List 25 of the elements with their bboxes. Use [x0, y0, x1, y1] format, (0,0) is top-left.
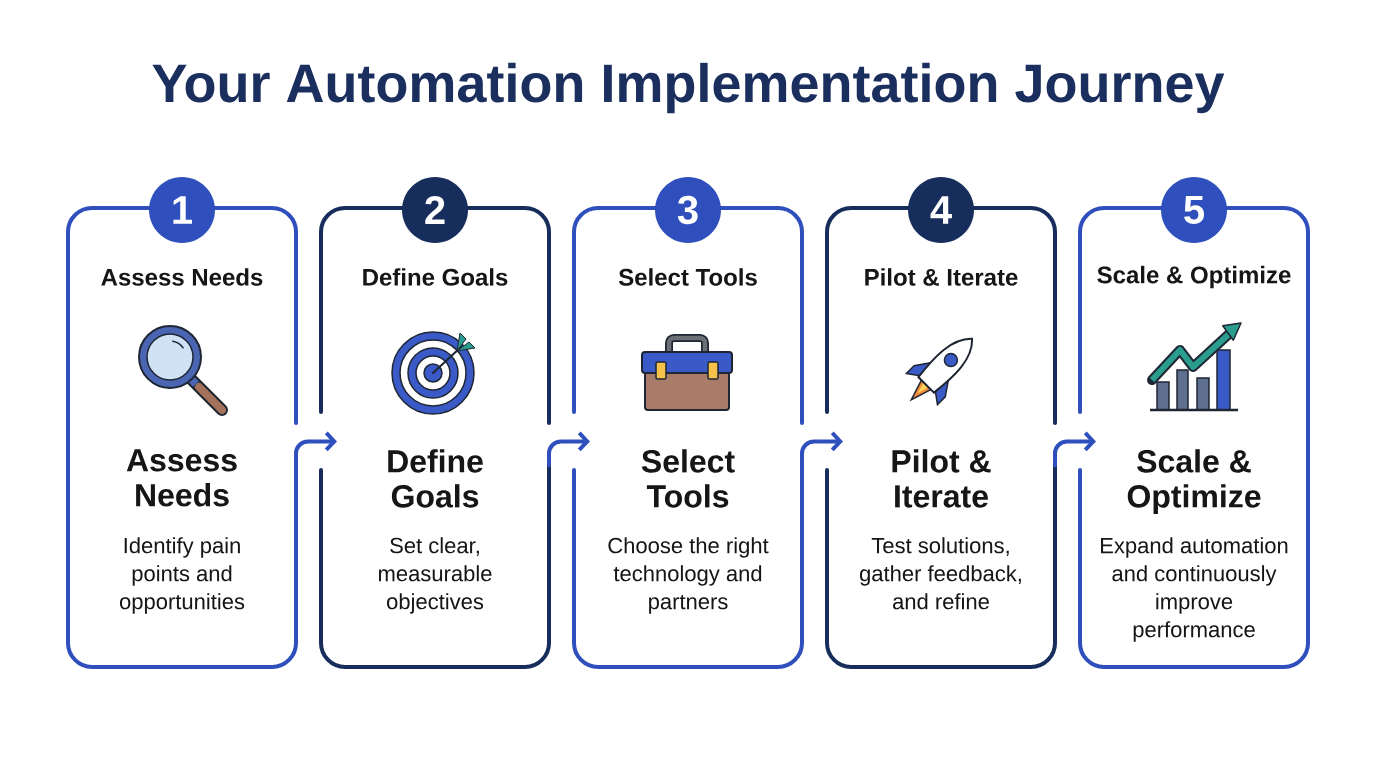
step-description: Set clear, measurable objectives — [379, 537, 492, 614]
step-description: Test solutions, gather feedback, and refine — [860, 537, 1021, 610]
step-number-badge: 5 — [1161, 177, 1227, 243]
title: Your Automation Implementation Journey — [152, 62, 1225, 114]
arrow — [800, 431, 843, 468]
step-title: Select Tools — [641, 449, 735, 508]
step-description: Expand automation and continuously improve performance — [1101, 537, 1288, 642]
step-title: Define Goals — [388, 449, 483, 508]
step-description: Choose the right technology and partners — [608, 537, 769, 614]
step-title: Pilot & Iterate — [892, 449, 991, 508]
arrow — [547, 431, 590, 468]
step-number-badge: 1 — [149, 177, 215, 243]
step-heading: Define Goals — [363, 268, 508, 286]
step-number-badge: 3 — [655, 177, 721, 243]
step-title: Assess Needs — [126, 449, 237, 507]
step-description: Identify pain points and opportunities — [119, 537, 245, 614]
step-heading: Pilot & Iterate — [865, 268, 1018, 286]
step-title: Scale & Optimize — [1127, 449, 1261, 514]
arrow — [1053, 431, 1096, 468]
step-heading: Select Tools — [618, 268, 757, 286]
arrow — [294, 431, 337, 468]
step-heading: Scale & Optimize — [1097, 265, 1291, 289]
step-number-badge: 2 — [402, 177, 468, 243]
step-heading: Assess Needs — [101, 268, 263, 286]
step-number-badge: 4 — [908, 177, 974, 243]
